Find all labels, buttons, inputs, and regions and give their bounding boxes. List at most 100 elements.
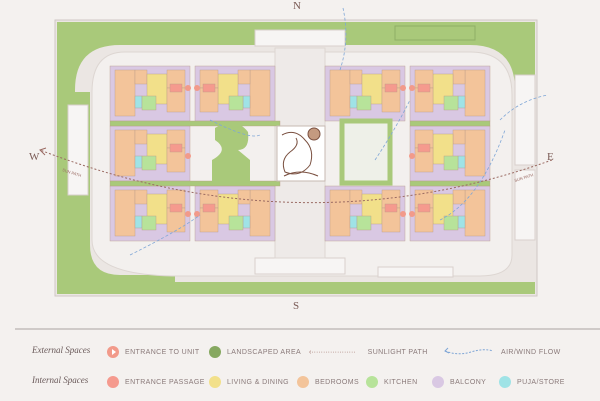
parking-west bbox=[67, 104, 89, 196]
entrance-to-unit-icon bbox=[409, 85, 415, 91]
entrance-to-unit-icon bbox=[409, 211, 415, 217]
kitchen bbox=[356, 215, 372, 231]
legend-label: KITCHEN bbox=[384, 378, 418, 386]
landscaped-court bbox=[339, 118, 393, 186]
apartment-unit bbox=[194, 185, 276, 242]
apartment-unit bbox=[109, 125, 191, 182]
dotted-arrow-icon: ‹··················· bbox=[309, 348, 356, 356]
landscaped-strip bbox=[409, 180, 491, 187]
north-steps bbox=[254, 29, 346, 47]
bedroom bbox=[452, 129, 466, 145]
puja-swatch-icon bbox=[499, 376, 511, 388]
legend-label: BALCONY bbox=[450, 378, 487, 386]
compass-west: W bbox=[29, 151, 40, 163]
court-north bbox=[394, 25, 476, 41]
entrance-to-unit-icon bbox=[409, 153, 415, 159]
entrance-to-unit-icon bbox=[185, 211, 191, 217]
kitchen bbox=[443, 155, 459, 171]
entrance-passage bbox=[384, 83, 398, 93]
entrance-passage bbox=[169, 83, 183, 93]
entrance-passage bbox=[384, 203, 398, 213]
sunlight-path bbox=[39, 149, 553, 204]
legend-air-wind-flow: AIR/WIND FLOW bbox=[443, 342, 561, 362]
bedroom bbox=[329, 69, 351, 117]
legend-label: AIR/WIND FLOW bbox=[501, 348, 561, 356]
entrance-to-unit-icon bbox=[185, 153, 191, 159]
site-plan: SUN PATH SUN PATH bbox=[39, 7, 553, 297]
puja-store bbox=[349, 215, 358, 229]
bedroom bbox=[464, 129, 486, 177]
bedroom bbox=[134, 129, 148, 145]
legend-entrance-to-unit: ENTRANCE TO UNIT bbox=[107, 342, 200, 362]
legend-bedrooms: BEDROOMS bbox=[297, 372, 359, 392]
puja-store bbox=[457, 95, 466, 109]
entrance-passage bbox=[417, 143, 431, 153]
bedroom bbox=[349, 69, 363, 85]
legend-label: BEDROOMS bbox=[315, 378, 360, 386]
legend-puja-store: PUJA/STORE bbox=[499, 372, 565, 392]
apartment-unit bbox=[109, 185, 191, 242]
puja-store bbox=[457, 155, 466, 169]
legend-living-dining: LIVING & DINING bbox=[209, 372, 289, 392]
bedroom bbox=[464, 69, 486, 117]
kitchen bbox=[443, 215, 459, 231]
legend-divider bbox=[15, 328, 600, 330]
entrance-to-unit-icon bbox=[400, 85, 406, 91]
apartment-unit bbox=[194, 65, 276, 122]
entrance-passage bbox=[417, 203, 431, 213]
compass-north: N bbox=[293, 0, 301, 12]
kitchen bbox=[141, 155, 157, 171]
landscaped-strip bbox=[409, 120, 491, 127]
landscaped-strip bbox=[109, 120, 281, 127]
balcony-swatch-icon bbox=[432, 376, 444, 388]
legend-label: LANDSCAPED AREA bbox=[227, 348, 302, 356]
kitchen bbox=[356, 95, 372, 111]
kitchen bbox=[228, 95, 244, 111]
puja-store bbox=[457, 215, 466, 229]
compass-south: S bbox=[293, 300, 300, 312]
apartment-unit bbox=[409, 125, 491, 182]
legend-label: ENTRANCE TO UNIT bbox=[125, 348, 200, 356]
puja-store bbox=[134, 155, 143, 169]
legend-external-title: External Spaces bbox=[32, 345, 91, 355]
parking-east-lower bbox=[514, 169, 536, 241]
legend-label: PUJA/STORE bbox=[517, 378, 565, 386]
bedroom bbox=[114, 189, 136, 237]
bench-south bbox=[377, 266, 454, 278]
south-steps bbox=[254, 257, 346, 275]
kitchen-swatch-icon bbox=[366, 376, 378, 388]
living-swatch-icon bbox=[209, 376, 221, 388]
legend-label: ENTRANCE PASSAGE bbox=[125, 378, 205, 386]
apartment-unit bbox=[409, 185, 491, 242]
legend-external: External Spaces ENTRANCE TO UNIT LANDSCA… bbox=[0, 342, 600, 362]
apartment-unit bbox=[409, 65, 491, 122]
entrance-passage bbox=[417, 83, 431, 93]
wavy-arrow-icon bbox=[444, 347, 494, 355]
legend-kitchen: KITCHEN bbox=[366, 372, 418, 392]
bedroom bbox=[114, 69, 136, 117]
entrance-passage bbox=[202, 203, 216, 213]
kitchen bbox=[141, 215, 157, 231]
apartment-unit bbox=[324, 65, 406, 122]
bedroom bbox=[329, 189, 351, 237]
bedrooms-swatch-icon bbox=[297, 376, 309, 388]
entrance-arrow-icon bbox=[107, 346, 119, 358]
sculpture-icon bbox=[281, 127, 321, 177]
legend-label: SUNLIGHT PATH bbox=[367, 348, 428, 356]
legend-balcony: BALCONY bbox=[432, 372, 486, 392]
landscaped-edge-bottom bbox=[175, 282, 535, 294]
kitchen bbox=[141, 95, 157, 111]
landscape-swatch-icon bbox=[209, 346, 221, 358]
entrance-passage bbox=[202, 83, 216, 93]
sun-path-label-east: SUN PATH bbox=[514, 172, 534, 183]
puja-store bbox=[242, 215, 251, 229]
bedroom bbox=[114, 129, 136, 177]
kitchen bbox=[443, 95, 459, 111]
bedroom bbox=[134, 189, 148, 205]
legend-entrance-passage: ENTRANCE PASSAGE bbox=[107, 372, 205, 392]
entrance-passage bbox=[169, 203, 183, 213]
entrance-to-unit-icon bbox=[185, 85, 191, 91]
sunlight-arrow-icon bbox=[39, 147, 47, 156]
legend-sunlight-path: ‹··················· SUNLIGHT PATH bbox=[309, 342, 428, 362]
entrance-to-unit-icon bbox=[400, 211, 406, 217]
